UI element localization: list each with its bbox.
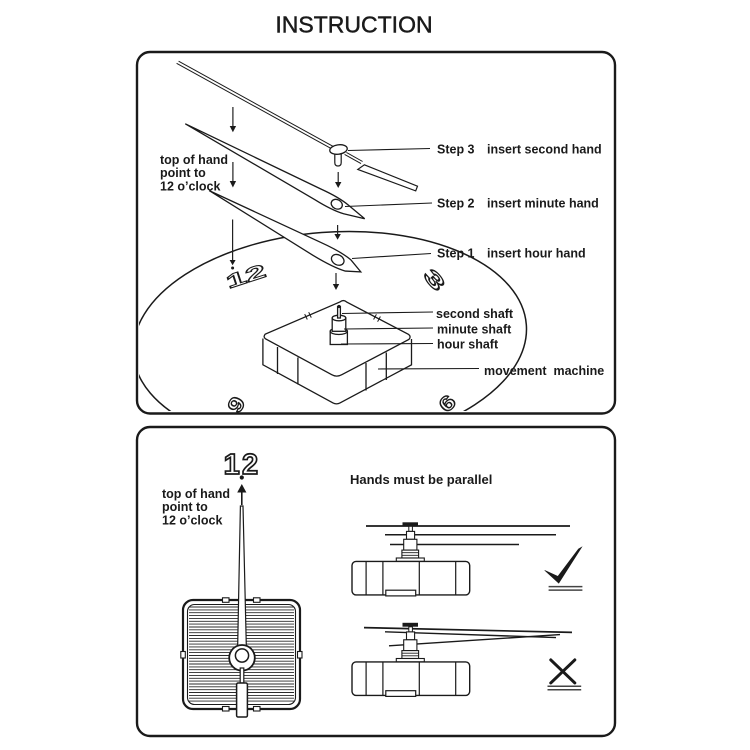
svg-text:12 o’clock: 12 o’clock [162, 514, 222, 528]
svg-text:point to: point to [162, 500, 208, 514]
svg-text:12 o’clock: 12 o’clock [160, 180, 220, 194]
svg-text:point to: point to [160, 166, 206, 180]
svg-text:Step 2: Step 2 [437, 197, 475, 211]
svg-text:INSTRUCTION: INSTRUCTION [275, 12, 432, 38]
svg-text:Step 1: Step 1 [437, 247, 475, 261]
svg-text:Step 3: Step 3 [437, 143, 475, 157]
svg-text:insert second hand: insert second hand [487, 143, 602, 157]
svg-text:movement machine: movement machine [484, 364, 604, 378]
svg-text:insert minute hand: insert minute hand [487, 197, 599, 211]
svg-text:top of hand: top of hand [162, 487, 230, 501]
svg-text:hour shaft: hour shaft [437, 338, 499, 352]
svg-text:second shaft: second shaft [436, 307, 514, 321]
svg-text:insert hour hand: insert hour hand [487, 247, 586, 261]
svg-text:minute shaft: minute shaft [437, 323, 512, 337]
svg-text:Hands must be parallel: Hands must be parallel [350, 472, 492, 487]
svg-text:top of hand: top of hand [160, 153, 228, 167]
